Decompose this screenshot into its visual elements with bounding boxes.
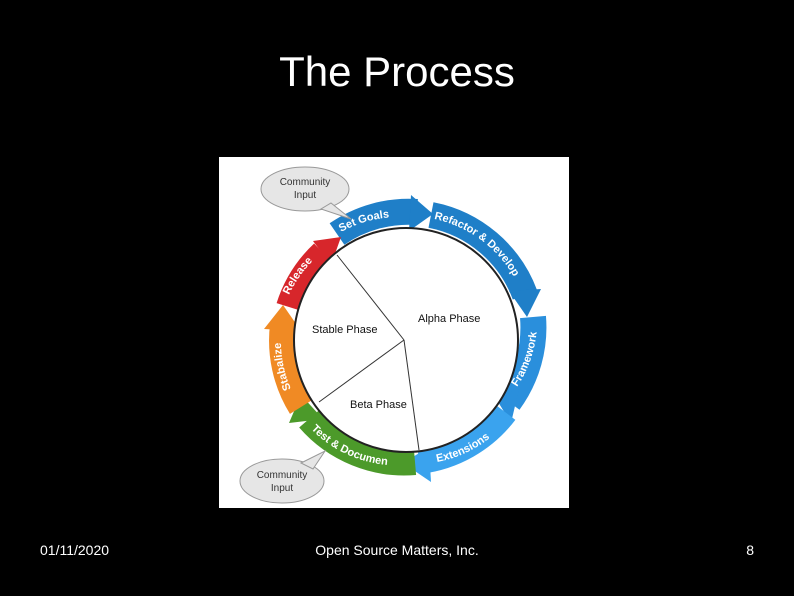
footer-date: 01/11/2020: [40, 542, 110, 558]
bubble-top-line2: Input: [294, 190, 316, 201]
cycle-arrow-refactor: [428, 202, 538, 300]
arrowhead-set-goals: [409, 195, 433, 231]
divider-line: [318, 339, 405, 403]
bubble-bottom-line1: Community: [257, 470, 308, 481]
community-input-bubble-bottom: Community Input: [239, 449, 327, 504]
cycle-arrow-test-document: [299, 410, 417, 476]
page-number: 8: [746, 542, 754, 558]
cycle-arrow-release: [276, 243, 333, 312]
slide-title: The Process: [279, 48, 515, 95]
cycle-arrow-set-goals: [329, 198, 418, 245]
process-cycle-svg: Alpha Phase Stable Phase Beta Phase Set …: [217, 148, 547, 504]
bubble-top-line1: Community: [280, 177, 331, 188]
footer-organization: Open Source Matters, Inc.: [315, 542, 479, 558]
arrowhead-extensions: [403, 447, 431, 482]
phase-circle: [293, 227, 519, 453]
process-diagram: Alpha Phase Stable Phase Beta Phase Set …: [217, 148, 569, 508]
arrowhead-stabalize: [264, 305, 301, 331]
phase-label-beta: Beta Phase: [350, 399, 407, 411]
divider-line: [336, 254, 405, 341]
cycle-arrow-stabalize: [269, 323, 313, 414]
arrowhead-refactor: [509, 289, 541, 317]
phase-label-alpha: Alpha Phase: [418, 313, 480, 325]
arrowhead-release: [313, 237, 341, 265]
bubble-bottom-line2: Input: [271, 483, 293, 494]
phase-label-stable: Stable Phase: [312, 324, 377, 336]
divider-line: [403, 339, 420, 451]
community-input-bubble-top: Community Input: [260, 166, 352, 220]
arrowhead-test-document: [289, 395, 323, 423]
